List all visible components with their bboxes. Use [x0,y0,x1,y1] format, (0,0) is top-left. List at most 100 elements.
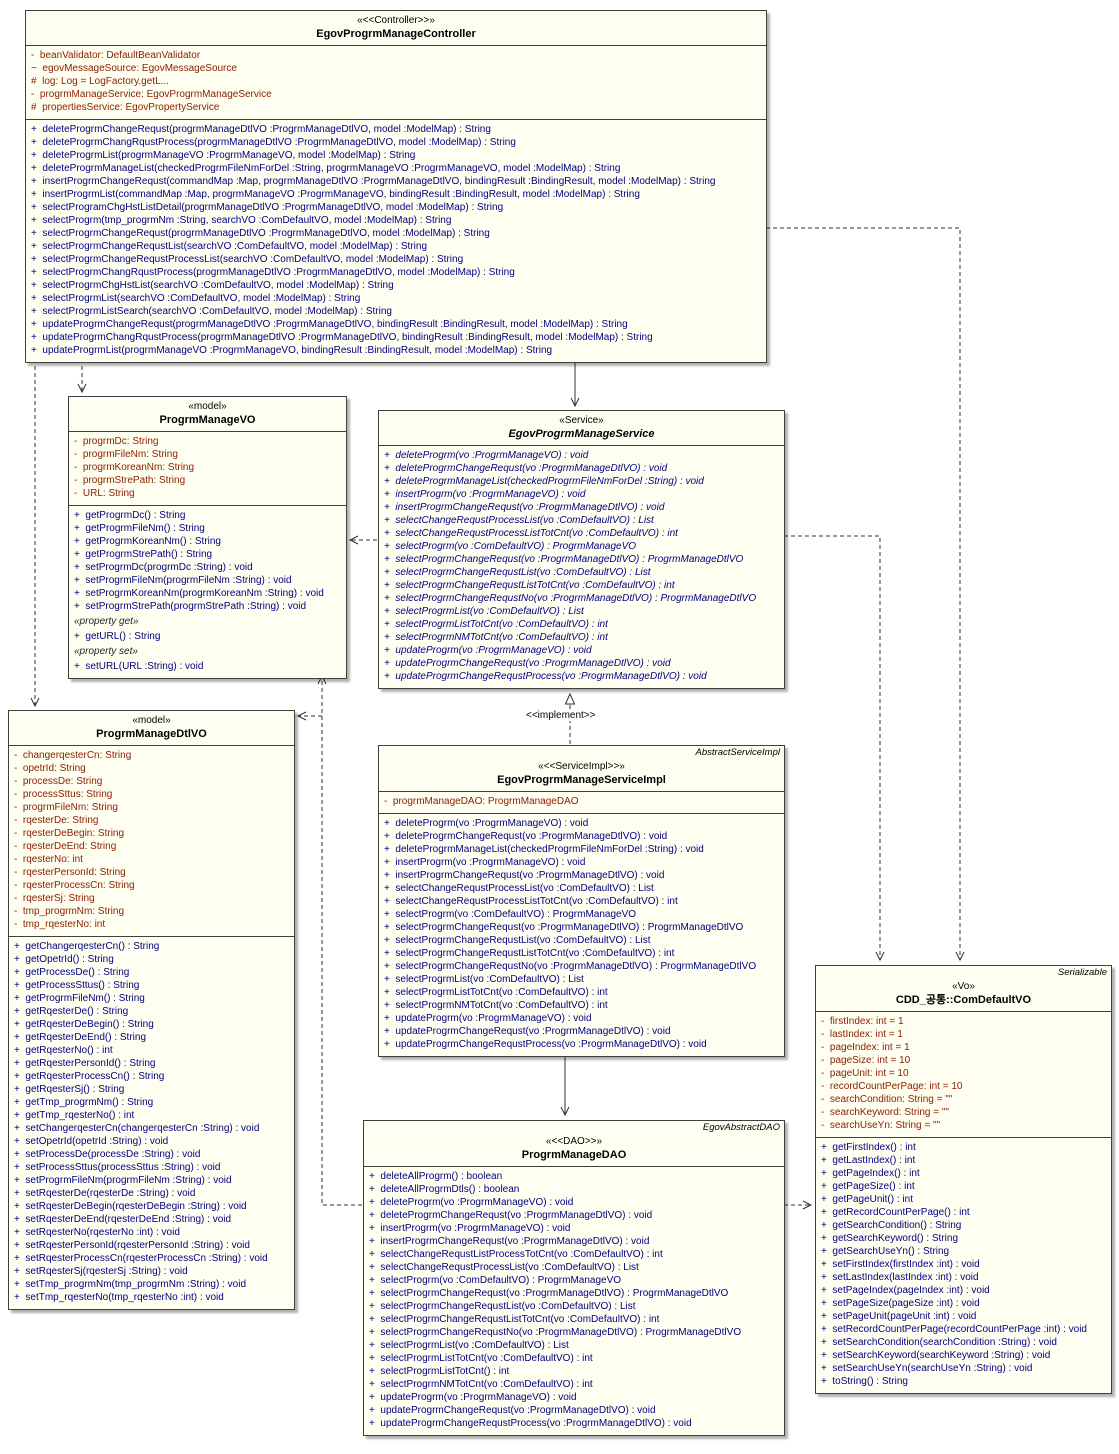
member-line: - lastIndex: int = 1 [821,1029,903,1040]
member-line: - rqesterDe: String [14,815,99,826]
methods-compartment: + deleteProgrmChangeRequst(progrmManageD… [26,119,766,362]
member-line: + deleteProgrm(vo :ProgrmManageVO) : voi… [384,450,589,461]
class-name: EgovProgrmManageService [508,428,655,440]
member-line: + selectProgrmChangeRequstList(vo :ComDe… [384,935,651,946]
attributes-compartment: - progrmDc: String- progrmFileNm: String… [69,431,346,505]
member-line: + selectChangeRequstProcessListTotCnt(vo… [384,896,678,907]
edge-dao-vo [317,674,362,1206]
member-line: + getRqesterDe() : String [14,1006,129,1017]
class-stereotype: «model» [132,715,171,726]
member-line: + deleteProgrmChangeRequst(vo :ProgrmMan… [384,463,668,474]
class-header: «model» ProgrmManageVO [69,397,346,431]
class-header: «Service» EgovProgrmManageService [379,411,784,445]
member-line: + setTmp_progrmNm(tmp_progrmNm :String) … [14,1279,247,1290]
member-line: - opetrId: String [14,763,86,774]
member-line: + getProgrmStrePath() : String [74,549,213,560]
member-line: + selectProgramChgHstListDetail(progrmMa… [31,202,504,213]
member-line: + getSearchUseYn() : String [821,1246,950,1257]
member-line: + deleteProgrmChangRqustProcess(progrmMa… [31,137,516,148]
member-line: + selectProgrmChangeRequstNo(vo :ProgrmM… [384,961,757,972]
member-line: + getURL() : String [74,631,161,642]
member-line: + selectProgrmChangeRequst(vo :ProgrmMan… [369,1288,729,1299]
class-name: ProgrmManageDAO [521,1149,627,1161]
superclass-corner-label: EgovAbstractDAO [702,1122,780,1133]
class-name: EgovProgrmManageServiceImpl [497,774,666,786]
member-line: - beanValidator: DefaultBeanValidator [31,50,201,61]
member-line: + selectProgrmList(vo :ComDefaultVO) : L… [384,974,584,985]
member-line: + insertProgrm(vo :ProgrmManageVO) : voi… [384,489,586,500]
member-line: + setSearchCondition(searchCondition :St… [821,1337,1057,1348]
member-line: + toString() : String [821,1376,908,1387]
member-line: + selectProgrmChgHstList(searchVO :ComDe… [31,280,394,291]
member-line: + setProgrmFileNm(progrmFileNm :String) … [14,1175,232,1186]
class-name: ProgrmManageVO [159,414,256,426]
member-line: + insertProgrm(vo :ProgrmManageVO) : voi… [369,1223,571,1234]
methods-compartment: + deleteProgrm(vo :ProgrmManageVO) : voi… [379,813,784,1056]
attributes-compartment: - changerqesterCn: String- opetrId: Stri… [9,745,294,936]
edge-service-comdefaultvo [784,535,885,962]
member-line: + getRecordCountPerPage() : int [821,1207,970,1218]
member-line: + updateProgrmChangRqustProcess(progrmMa… [31,332,653,343]
member-line: + selectChangeRequstListProcessTotCnt(vo… [369,1249,663,1260]
member-line: + getProgrmFileNm() : String [14,993,145,1004]
class-name: ProgrmManageDtlVO [96,728,207,740]
class-box-progrm-manage-dao: EgovAbstractDAO «<<DAO>>» ProgrmManageDA… [363,1120,785,1436]
member-line: + setRecordCountPerPage(recordCountPerPa… [821,1324,1087,1335]
member-line: - tmp_progrmNm: String [14,906,125,917]
member-line: + selectProgrmChangRqustProcess(progrmMa… [31,267,515,278]
member-line: + getTmp_progrmNm() : String [14,1097,154,1108]
member-line: - progrmKoreanNm: String [74,462,195,473]
class-name: CDD_공통::ComDefaultVO [895,994,1032,1006]
member-line: + selectProgrm(vo :ComDefaultVO) : Progr… [384,909,637,920]
member-line: + setURL(URL :String) : void [74,661,204,672]
methods-compartment: + getProgrmDc() : String+ getProgrmFileN… [69,505,346,678]
class-stereotype: «model» [188,401,227,412]
class-header: AbstractServiceImpl «<<ServiceImpl>>» Eg… [379,746,784,791]
member-line: + insertProgrm(vo :ProgrmManageVO) : voi… [384,857,586,868]
member-line: + setPageIndex(pageIndex :int) : void [821,1285,990,1296]
member-line: + setProgrmFileNm(progrmFileNm :String) … [74,575,292,586]
member-line: + setProcessDe(processDe :String) : void [14,1149,201,1160]
member-line: + getLastIndex() : int [821,1155,916,1166]
attributes-compartment: - beanValidator: DefaultBeanValidator~ e… [26,45,766,119]
class-stereotype: «Service» [559,415,604,426]
member-line: + setRqesterNo(rqesterNo :int) : void [14,1227,180,1238]
member-line: + setTmp_rqesterNo(tmp_rqesterNo :int) :… [14,1292,224,1303]
member-line: + selectProgrmList(searchVO :ComDefaultV… [31,293,361,304]
member-line: + setOpetrId(opetrId :String) : void [14,1136,169,1147]
member-line: + selectProgrm(vo :ComDefaultVO) : Progr… [384,541,637,552]
member-line: + deleteProgrmManageList(checkedProgrmFi… [31,163,621,174]
attributes-compartment: - progrmManageDAO: ProgrmManageDAO [379,791,784,813]
member-line: - searchCondition: String = "" [821,1094,953,1105]
methods-compartment: + deleteProgrm(vo :ProgrmManageVO) : voi… [379,445,784,688]
member-line: + getSearchKeyword() : String [821,1233,959,1244]
member-line: + updateProgrmChangeRequstProcess(vo :Pr… [369,1418,692,1429]
member-line: + deleteProgrmChangeRequst(vo :ProgrmMan… [369,1210,653,1221]
member-line: - progrmDc: String [74,436,159,447]
member-line: - pageSize: int = 10 [821,1055,911,1066]
member-line: + setChangerqesterCn(changerqesterCn :St… [14,1123,260,1134]
member-line: + getRqesterProcessCn() : String [14,1071,165,1082]
member-line: + getProgrmDc() : String [74,510,186,521]
member-line: + selectProgrmChangeRequst(vo :ProgrmMan… [384,922,744,933]
member-line: + selectProgrmList(vo :ComDefaultVO) : L… [369,1340,569,1351]
member-line: + setProgrmDc(progrmDc :String) : void [74,562,253,573]
member-line: + setFirstIndex(firstIndex :int) : void [821,1259,980,1270]
member-line: + deleteProgrm(vo :ProgrmManageVO) : voi… [384,818,589,829]
member-line: + updateProgrmChangeRequst(progrmManageD… [31,319,628,330]
member-line: + deleteProgrmChangeRequst(progrmManageD… [31,124,491,135]
class-box-com-default-vo: Serializable «Vo» CDD_공통::ComDefaultVO -… [815,965,1112,1394]
member-line: + selectProgrmListTotCnt(vo :ComDefaultV… [369,1353,593,1364]
member-line: + setRqesterSj(rqesterSj :String) : void [14,1266,188,1277]
member-line: + setRqesterProcessCn(rqesterProcessCn :… [14,1253,268,1264]
class-stereotype: «<<Controller>>» [357,15,435,26]
member-line: + getFirstIndex() : int [821,1142,916,1153]
methods-compartment: + getChangerqesterCn() : String+ getOpet… [9,936,294,1309]
member-line: + setRqesterDeEnd(rqesterDeEnd :String) … [14,1214,232,1225]
member-line: + getChangerqesterCn() : String [14,941,160,952]
member-line: + selectProgrmListTotCnt() : int [369,1366,510,1377]
member-line: + setPageUnit(pageUnit :int) : void [821,1311,977,1322]
member-line: + selectProgrmNMTotCnt(vo :ComDefaultVO)… [384,1000,608,1011]
member-line: - progrmStrePath: String [74,475,186,486]
